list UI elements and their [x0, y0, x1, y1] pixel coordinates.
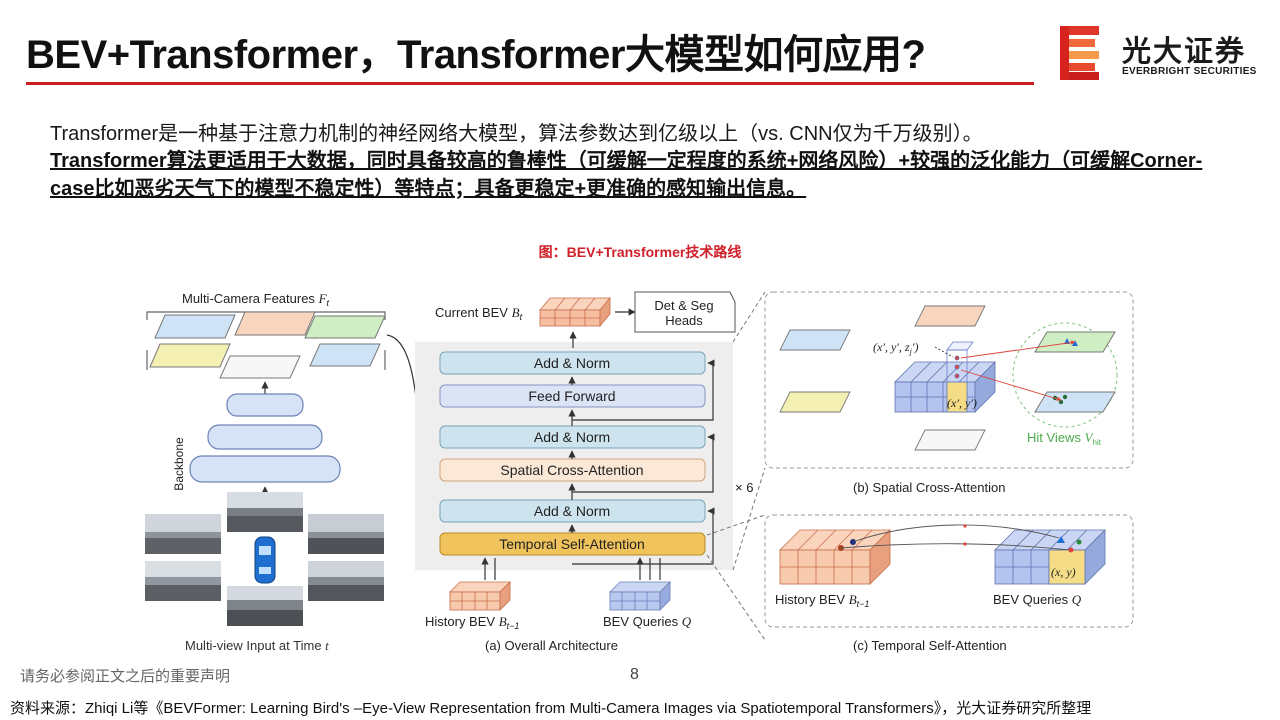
camera-image — [145, 514, 221, 554]
panel-c-caption: (c) Temporal Self-Attention — [853, 638, 1007, 653]
camera-image — [308, 561, 384, 601]
hit-views-circle — [1012, 322, 1118, 428]
camera-image — [308, 514, 384, 554]
history-bev-label: History BEV Bt−1 — [425, 614, 519, 631]
camera-image — [145, 561, 221, 601]
bev-queries-label: BEV Queries Q — [603, 614, 692, 629]
bev-cube-grid — [894, 341, 996, 413]
svg-text:Det & Seg: Det & Seg — [654, 298, 713, 313]
history-bev-grid — [779, 529, 891, 585]
feature-map — [234, 311, 316, 336]
coord-3d-label: (x′, y′, zj′) — [873, 340, 918, 356]
add-norm-block — [439, 351, 706, 375]
camera-feature-maps — [149, 311, 386, 379]
xy-coord-label: (x, y) — [1051, 565, 1076, 579]
hit-view-right — [1034, 391, 1116, 413]
bev-queries-grid — [994, 529, 1106, 585]
key-points-paragraph: Transformer算法更适用于大数据，同时具备较高的鲁棒性（可缓解一定程度的… — [50, 150, 1203, 200]
feature-map — [219, 355, 301, 379]
det-seg-heads-box: Det & Seg Heads — [634, 291, 736, 333]
intro-paragraph: Transformer是一种基于注意力机制的神经网络大模型，算法参数达到亿级以上… — [50, 123, 983, 145]
svg-text:Heads: Heads — [665, 313, 703, 328]
disclaimer-text: 请务必参阅正文之后的重要声明 — [20, 668, 231, 685]
svg-text:Spatial Cross-Attention: Spatial Cross-Attention — [500, 462, 643, 478]
coord-2d-label: (x′, y′) — [947, 396, 977, 410]
panel-b-caption: (b) Spatial Cross-Attention — [853, 480, 1005, 495]
camera-view — [914, 429, 986, 451]
backbone-layer — [207, 424, 323, 450]
everbright-logo-icon — [1060, 26, 1102, 80]
page-title: BEV+Transformer，Transformer大模型如何应用? — [26, 33, 926, 77]
current-bev-label: Current BEV Bt — [435, 305, 523, 322]
camera-views — [779, 305, 986, 451]
history-bev-panel-label: History BEV Bt−1 — [775, 592, 869, 609]
everbright-logo — [1060, 26, 1102, 80]
encoder-blocks: Add & Norm Feed Forward Add & Norm Spati… — [439, 351, 706, 556]
query-highlight — [1048, 549, 1086, 585]
bev-queries-small — [609, 581, 671, 611]
logo-text-en: EVERBRIGHT SECURITIES — [1122, 66, 1257, 77]
svg-text:Add & Norm: Add & Norm — [534, 429, 610, 445]
backbone-layer — [189, 455, 341, 483]
panel-a-caption: (a) Overall Architecture — [485, 638, 618, 653]
camera-view — [779, 391, 851, 413]
logo-text-cn: 光大证券 — [1122, 36, 1247, 68]
backbone-stack — [189, 393, 341, 483]
multi-camera-label: Multi-Camera Features Ft — [182, 291, 330, 308]
feature-map — [304, 315, 386, 339]
hit-views-label: Hit Views Vhit — [1027, 430, 1102, 447]
svg-text:Feed Forward: Feed Forward — [528, 388, 615, 404]
current-bev-grid — [539, 296, 611, 328]
camera-image — [227, 492, 303, 532]
feature-map — [309, 343, 381, 367]
backbone-layer — [226, 393, 304, 417]
multiview-input-label: Multi-view Input at Time t — [185, 638, 329, 653]
history-bev-small — [449, 581, 511, 611]
camera-images — [145, 492, 384, 626]
bev-queries-panel-label: BEV Queries Q — [993, 592, 1082, 607]
camera-view — [779, 329, 851, 351]
svg-text:Temporal Self-Attention: Temporal Self-Attention — [499, 536, 645, 552]
camera-view — [914, 305, 986, 327]
feature-map — [149, 343, 231, 368]
feature-map — [154, 314, 236, 339]
svg-text:Add & Norm: Add & Norm — [534, 503, 610, 519]
page-number: 8 — [630, 666, 639, 683]
figure-caption: 图：BEV+Transformer技术路线 — [538, 244, 742, 260]
backbone-label: Backbone — [172, 437, 186, 491]
svg-text:Add & Norm: Add & Norm — [534, 355, 610, 371]
bevformer-diagram: Multi-Camera Features Ft Backbone Multi — [145, 291, 1134, 653]
repeat-6-label: × 6 — [735, 480, 753, 495]
ego-car-icon — [254, 536, 276, 584]
camera-image — [227, 586, 303, 626]
source-citation: 资料来源：Zhiqi Li等《BEVFormer: Learning Bird'… — [10, 700, 1092, 717]
title-underline — [26, 82, 1034, 85]
